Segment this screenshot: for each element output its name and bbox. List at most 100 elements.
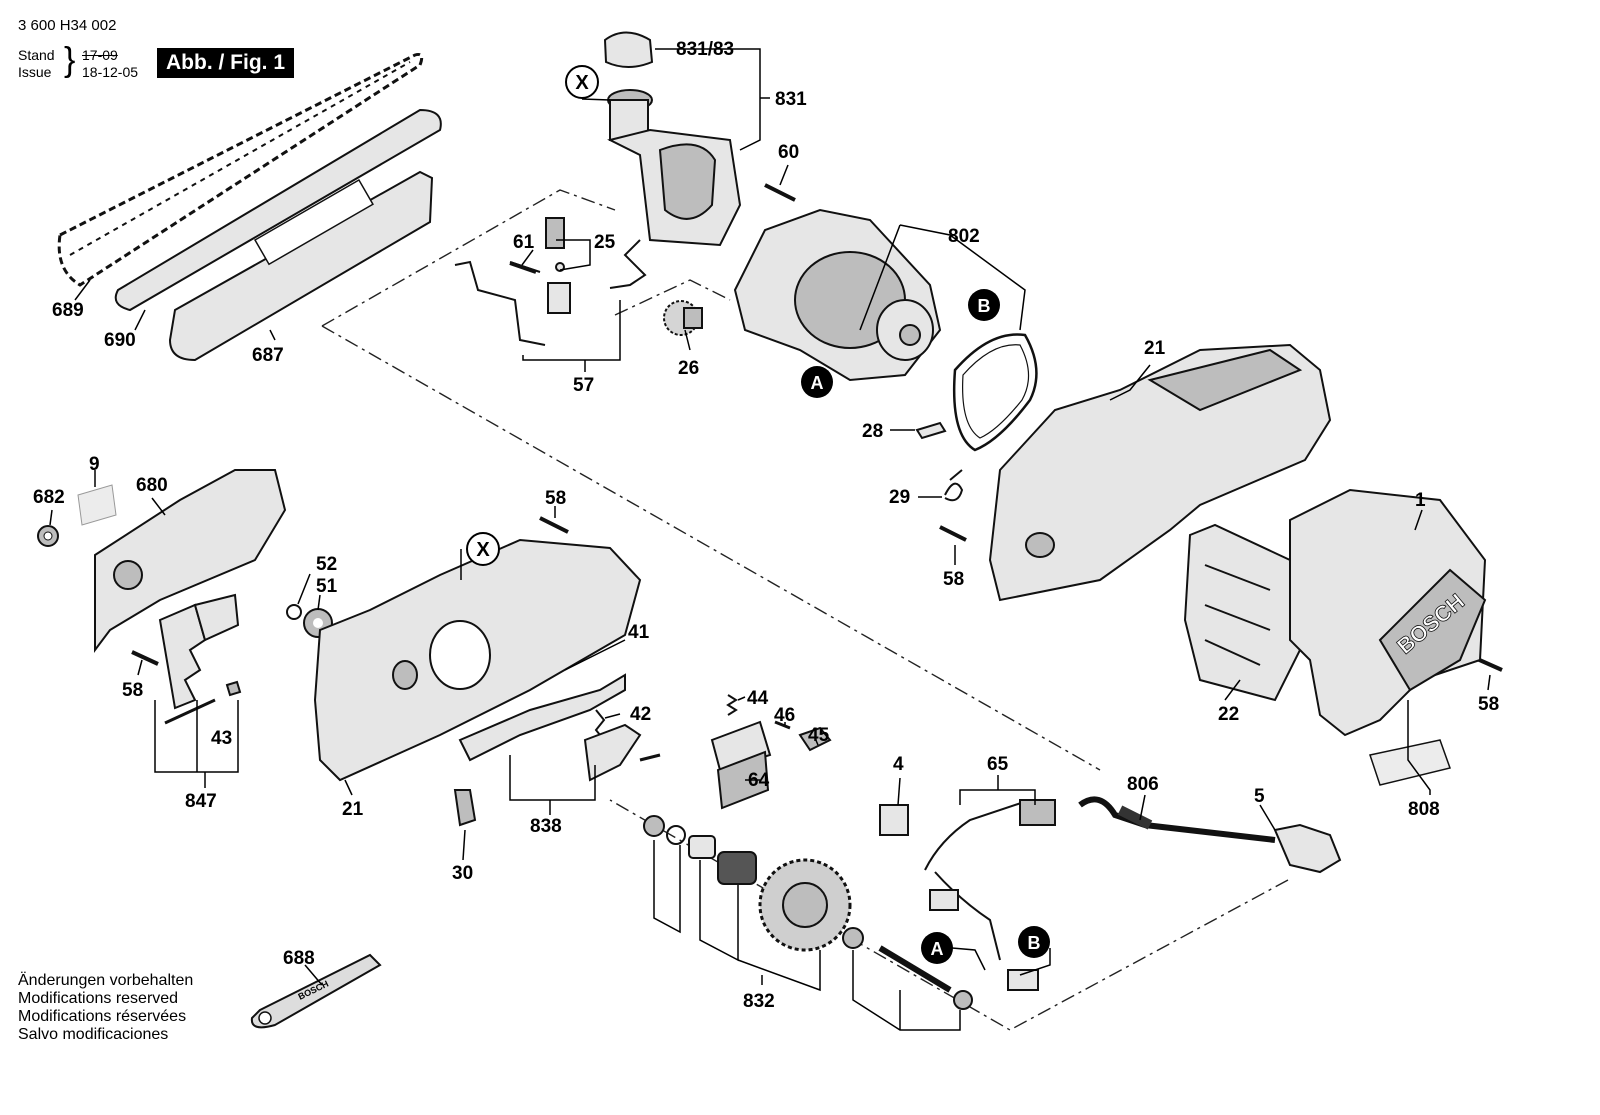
handle-cover-22 — [1183, 523, 1302, 702]
callout-25: 25 — [594, 232, 616, 253]
callout-30: 30 — [452, 863, 473, 884]
spring-29 — [944, 469, 964, 502]
brake-plate-838 — [583, 723, 661, 782]
nut-682 — [37, 525, 59, 547]
callout-831-83: 831/83 — [676, 39, 734, 60]
saw-chain-689 — [57, 53, 424, 287]
callout-64: 64 — [748, 770, 770, 791]
callout-29: 29 — [889, 487, 910, 508]
washer-52 — [286, 604, 302, 620]
callout-806: 806 — [1127, 774, 1159, 795]
wrench-688: BOSCH — [250, 953, 382, 1029]
callout-28: 28 — [862, 421, 883, 442]
callout-802: 802 — [948, 226, 980, 247]
gear-train-832 — [643, 815, 973, 1010]
callout-51: 51 — [316, 576, 338, 597]
issue-label: Issue — [18, 64, 52, 80]
guide-bar-690 — [114, 108, 442, 312]
callout-22: 22 — [1218, 704, 1239, 725]
marker-x-bottom: X — [466, 532, 500, 566]
callout-65: 65 — [987, 754, 1009, 775]
callout-46: 46 — [774, 705, 795, 726]
callout-labels: 831/83 831 60 802 61 25 689 690 687 57 2… — [33, 39, 1499, 1012]
callout-52: 52 — [316, 554, 337, 575]
callout-26: 26 — [678, 358, 699, 379]
spring-46 — [774, 720, 791, 730]
callout-41: 41 — [628, 622, 650, 643]
motor-802 — [733, 208, 942, 382]
marker-a-top: A — [801, 366, 833, 398]
screw-58-b — [939, 525, 967, 542]
housing-21-lower — [313, 538, 642, 782]
callout-9: 9 — [89, 454, 100, 475]
marker-b-top-label: B — [978, 296, 991, 316]
callout-687: 687 — [252, 345, 284, 366]
plug-5 — [1273, 823, 1342, 874]
screw-58-c — [131, 650, 159, 666]
modifications-note-en: Modifications reserved — [18, 990, 179, 1007]
clip-28 — [915, 421, 947, 440]
callout-680: 680 — [136, 475, 168, 496]
oil-tank-831 — [603, 31, 742, 247]
callout-43: 43 — [211, 728, 232, 749]
gear-26 — [663, 300, 703, 336]
label-9 — [77, 484, 117, 526]
housing-21-upper — [988, 343, 1332, 602]
callout-21-bottom: 21 — [342, 799, 364, 820]
spring-44 — [726, 694, 738, 716]
callout-58-center: 58 — [545, 488, 566, 509]
stand-value-old: 17-09 — [82, 47, 118, 63]
callout-689: 689 — [52, 300, 84, 321]
callout-808: 808 — [1408, 799, 1440, 820]
bumper-spike-847 — [158, 593, 242, 725]
marker-b-top: B — [968, 289, 1000, 321]
motor-housing-1 — [1289, 488, 1487, 737]
screw-61 — [509, 261, 537, 274]
oil-pump-assembly-57 — [454, 217, 647, 346]
stand-label: Stand — [18, 47, 55, 63]
marker-x-top-label: X — [575, 72, 589, 94]
callout-832: 832 — [743, 991, 775, 1012]
callout-44: 44 — [747, 688, 769, 709]
callout-847: 847 — [185, 791, 217, 812]
callout-58-left: 58 — [122, 680, 143, 701]
marker-x-top: X — [565, 65, 599, 99]
marker-a-bottom-label: A — [931, 939, 944, 959]
marker-b-bottom: B — [1018, 926, 1050, 958]
wiring-harness-65 — [879, 799, 1056, 991]
callout-58-far-right: 58 — [1478, 694, 1499, 715]
callout-4: 4 — [893, 754, 904, 775]
modifications-note-fr: Modifications réservées — [18, 1008, 187, 1025]
modifications-note: Änderungen vorbehalten Modifications res… — [18, 972, 193, 1044]
modifications-note-de: Änderungen vorbehalten — [18, 972, 194, 989]
callout-60: 60 — [778, 142, 799, 163]
sprocket-cover-680 — [94, 469, 287, 653]
callout-682: 682 — [33, 487, 65, 508]
callout-1: 1 — [1415, 490, 1426, 511]
power-cable-806 — [1078, 796, 1276, 843]
callout-21-top: 21 — [1144, 338, 1166, 359]
marker-a-bottom: A — [921, 932, 953, 964]
figure-label: Abb. / Fig. 1 — [157, 48, 294, 78]
marker-a-top-label: A — [811, 373, 824, 393]
callout-5: 5 — [1254, 786, 1265, 807]
callout-45: 45 — [808, 725, 830, 746]
revision-brace: } — [64, 41, 76, 79]
callout-57: 57 — [573, 375, 594, 396]
marker-b-bottom-label: B — [1028, 933, 1041, 953]
issue-value: 18-12-05 — [82, 64, 139, 80]
callout-42: 42 — [630, 704, 651, 725]
marker-x-bottom-label: X — [476, 539, 490, 561]
modifications-note-es: Salvo modificaciones — [18, 1026, 169, 1043]
switch-64 — [710, 720, 772, 810]
leader-lines — [49, 48, 1491, 1031]
gasket-802 — [952, 333, 1038, 452]
callout-61: 61 — [513, 232, 535, 253]
callout-58-right: 58 — [943, 569, 964, 590]
callout-690: 690 — [104, 330, 136, 351]
document-number: 3 600 H34 002 — [18, 17, 117, 34]
switch-30 — [453, 789, 477, 827]
screw-60 — [764, 183, 796, 202]
brake-lever-41 — [458, 673, 626, 762]
